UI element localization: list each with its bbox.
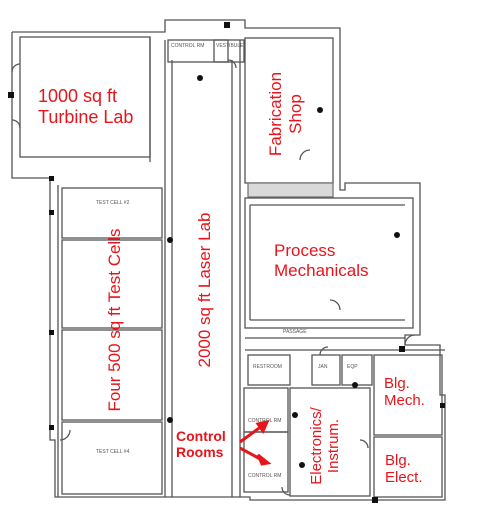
- control-rm-lower-2: [243, 431, 289, 493]
- eqp-room: [341, 354, 373, 386]
- laser-lab-label: 2000 sq ft Laser Lab: [195, 212, 214, 368]
- sensor-2: [167, 237, 173, 243]
- marker-4: [49, 210, 54, 215]
- restroom-room: [247, 354, 291, 386]
- turbine-lab-line2: Turbine Lab: [38, 106, 134, 127]
- arrow-to-control-1: [239, 424, 263, 444]
- marker-6: [49, 425, 54, 430]
- marker-9: [372, 497, 378, 503]
- marker-2: [224, 22, 230, 28]
- test-cell-4: [61, 421, 163, 495]
- process-label: Process Mechanicals: [274, 241, 369, 280]
- bldg-elect-label: Blg. Elect.: [385, 452, 423, 487]
- marker-5: [49, 330, 54, 335]
- fabrication-label: Fabrication Shop: [266, 64, 310, 164]
- sensor-6: [352, 382, 358, 388]
- sensor-8: [299, 462, 305, 468]
- control-rm-top-room: [167, 39, 229, 63]
- tag-jan: JAN: [318, 364, 328, 370]
- tag-test-cell-top: TEST CELL #2: [96, 200, 130, 206]
- marker-8: [440, 403, 445, 408]
- tag-passage: PASSAGE: [283, 329, 307, 335]
- control-rooms-label: Control Rooms: [176, 428, 226, 460]
- bldg-mech-label: Blg. Mech.: [384, 375, 425, 410]
- tag-control-rm-lower: CONTROL RM: [248, 418, 282, 424]
- control-rooms-line2: Rooms: [176, 444, 224, 461]
- tag-test-cell-bottom: TEST CELL #4: [96, 449, 130, 455]
- turbine-lab-label: 1000 sq ft Turbine Lab: [38, 86, 133, 127]
- tag-control-rm-top: CONTROL RM: [171, 43, 205, 49]
- electronics-room: [289, 387, 371, 497]
- sensor-4: [394, 232, 400, 238]
- process-room: [244, 197, 414, 329]
- turbine-lab-line1: 1000 sq ft: [38, 86, 118, 106]
- bldg-mech-line2: Mech.: [384, 392, 425, 410]
- process-line2: Mechanicals: [274, 260, 369, 280]
- bldg-mech-line1: Blg.: [384, 375, 410, 392]
- tag-vestibule: VESTIBULE: [216, 43, 244, 49]
- jan-room: [311, 354, 341, 386]
- tag-control-rm-lower2: CONTROL RM: [248, 473, 282, 479]
- fabrication-line2: Shop: [285, 94, 305, 134]
- test-cells-label: Four 500 sq ft Test Cells: [105, 228, 124, 412]
- tag-restroom: RESTROOM: [253, 364, 282, 370]
- bldg-elect-line1: Blg.: [385, 452, 411, 469]
- sensor-1: [197, 75, 203, 81]
- electronics-line2: Instrum.: [325, 418, 343, 474]
- bldg-mech-room: [373, 354, 443, 436]
- bldg-elect-line2: Elect.: [385, 469, 423, 487]
- marker-1: [8, 92, 14, 98]
- electronics-label: Electronics/ Instrum.: [308, 398, 348, 494]
- test-cell-3: [61, 329, 163, 421]
- process-line1: Process: [274, 241, 336, 260]
- sensor-5: [317, 107, 323, 113]
- sensor-7: [292, 412, 298, 418]
- marker-3: [49, 176, 54, 181]
- tag-eqp: EQP: [347, 364, 358, 370]
- test-cell-2: [61, 239, 163, 329]
- marker-7: [399, 346, 405, 352]
- control-rooms-line1: Control: [176, 428, 226, 444]
- vestibule-room: [213, 39, 245, 63]
- test-cell-1: [61, 187, 163, 239]
- electronics-line1: Electronics/: [308, 407, 325, 485]
- sensor-3: [167, 417, 173, 423]
- fabrication-line1: Fabrication: [266, 71, 285, 157]
- bldg-elect-room: [373, 436, 443, 498]
